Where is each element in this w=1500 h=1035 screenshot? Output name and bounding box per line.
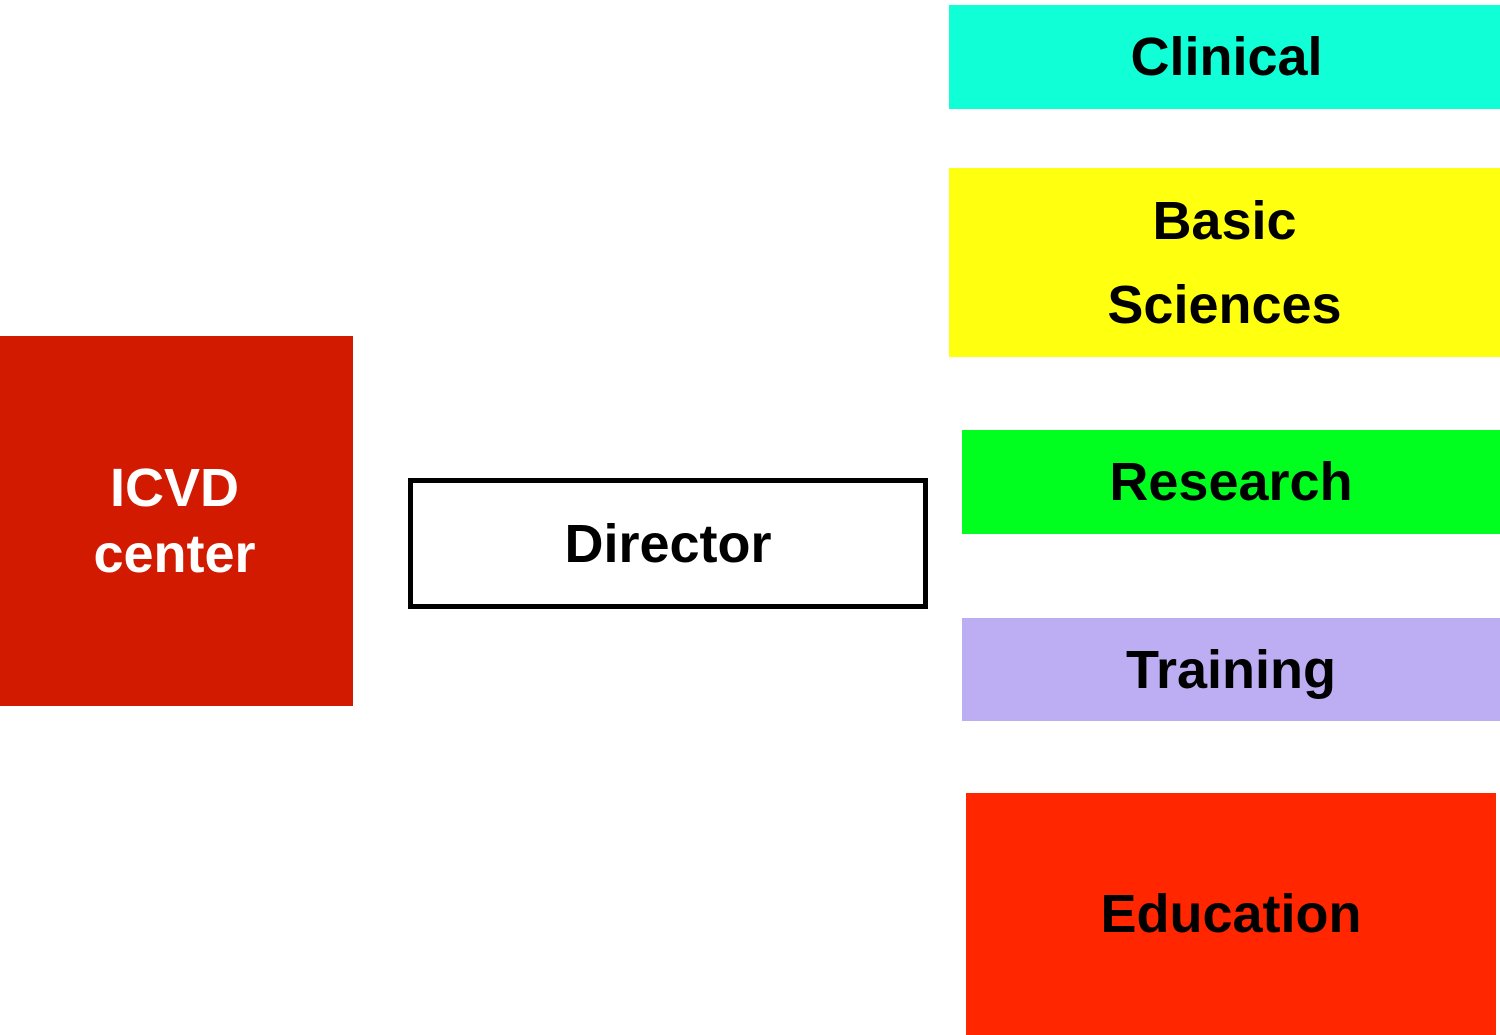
education-label: Education [1100,884,1362,944]
icvd-center-label-line2: center [93,524,256,584]
research-box: Research [962,430,1500,534]
research-label: Research [1109,452,1353,512]
clinical-box: Clinical [949,5,1500,109]
training-box: Training [962,618,1500,721]
clinical-label: Clinical [1130,27,1323,87]
education-box: Education [966,793,1496,1035]
icvd-center-box: ICVD center [0,336,353,706]
basic-sciences-box: Basic Sciences [949,168,1500,357]
icvd-center-label-line1: ICVD [109,458,239,518]
training-label: Training [1125,639,1336,700]
basic-sciences-label-line2: Sciences [1107,274,1342,335]
director-label: Director [564,513,772,574]
basic-sciences-label-line1: Basic [1152,190,1297,251]
director-box: Director [408,478,928,609]
